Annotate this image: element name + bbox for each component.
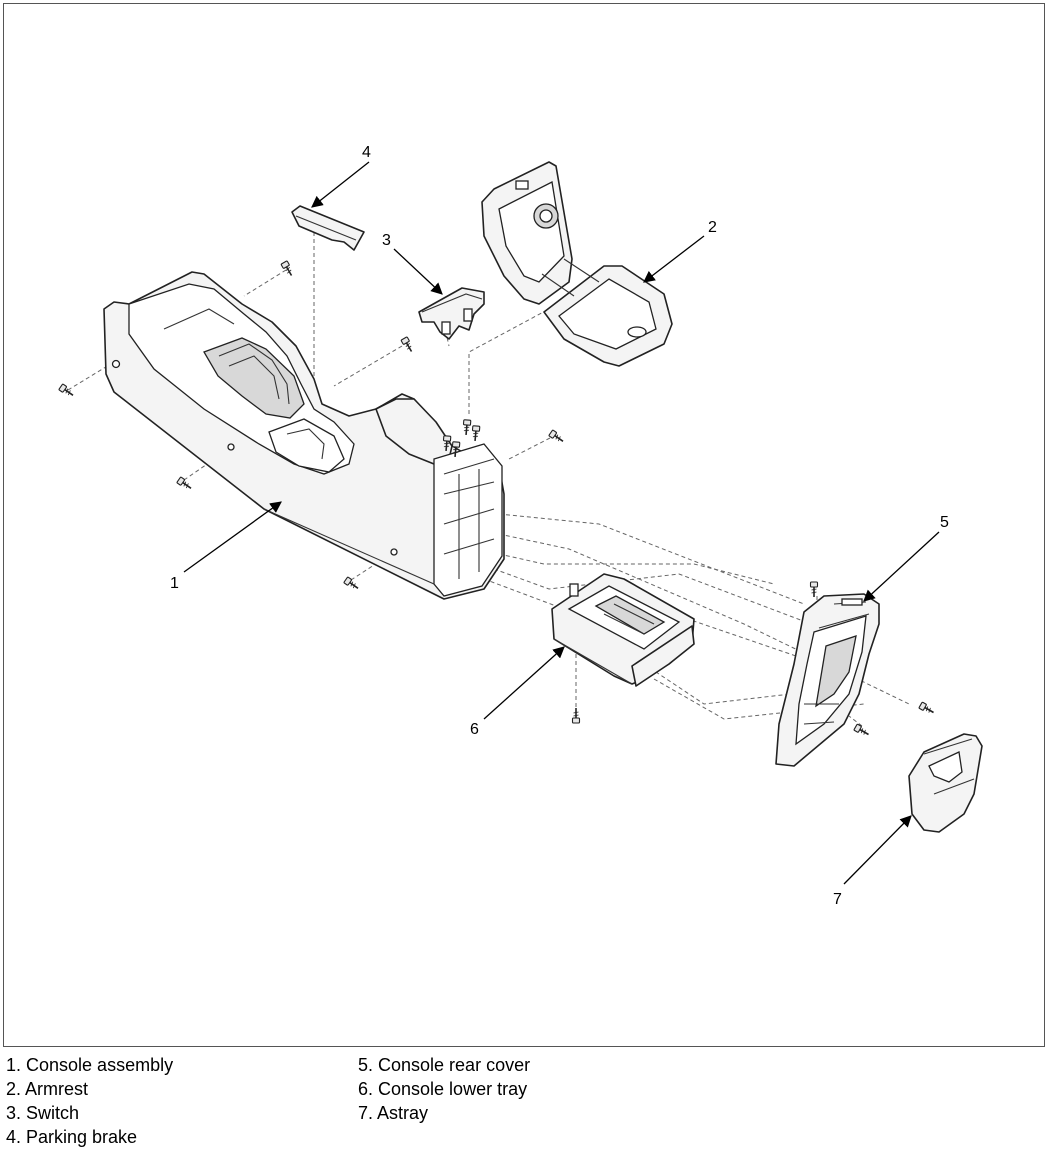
legend-item-console-lower-tray: 6. Console lower tray (358, 1079, 528, 1099)
console-rear-cover-part (775, 593, 880, 767)
parts-legend: 1. Console assembly 2. Armrest 3. Switch… (6, 1053, 1046, 1161)
legend-item-console-rear-cover: 5. Console rear cover (358, 1055, 531, 1075)
leader-arrow-7 (843, 815, 912, 885)
legend-column-right: 5. Console rear cover 6. Console lower t… (358, 1053, 530, 1125)
armrest-part (481, 161, 673, 367)
legend-item-console-assembly: 1. Console assembly (6, 1055, 174, 1075)
leader-arrow-5 (863, 531, 940, 602)
callout-7: 7 (833, 891, 842, 908)
switch-part (418, 287, 485, 340)
legend-item-armrest: 2. Armrest (6, 1079, 89, 1099)
leader-arrow-6 (483, 646, 565, 720)
legend-column-left: 1. Console assembly 2. Armrest 3. Switch… (6, 1053, 173, 1149)
diagram-frame: 1 2 3 4 5 6 7 (3, 3, 1045, 1047)
leader-arrow-1 (183, 501, 282, 573)
callout-6: 6 (470, 721, 479, 738)
parking-brake-part (291, 205, 365, 251)
leader-arrow-4 (311, 161, 370, 208)
callout-5: 5 (940, 514, 949, 531)
leader-arrows (183, 161, 940, 885)
console-assembly-part (103, 271, 505, 600)
exploded-view-drawing: 1 2 3 4 5 6 7 (57, 144, 983, 908)
callout-1: 1 (170, 575, 179, 592)
astray-part (908, 733, 983, 833)
leader-arrow-3 (393, 248, 443, 295)
callout-labels: 1 2 3 4 5 6 7 (170, 144, 949, 908)
callout-2: 2 (708, 219, 717, 236)
legend-item-switch: 3. Switch (6, 1103, 80, 1123)
console-lower-tray-part (551, 573, 695, 687)
legend-item-parking-brake: 4. Parking brake (6, 1127, 138, 1147)
leader-arrow-2 (643, 235, 705, 283)
callout-4: 4 (362, 144, 371, 161)
legend-item-astray: 7. Astray (358, 1103, 429, 1123)
callout-3: 3 (382, 232, 391, 249)
